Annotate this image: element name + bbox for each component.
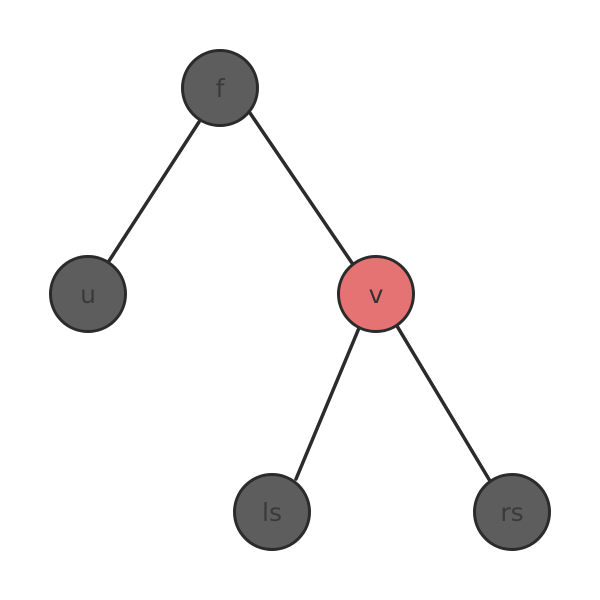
tree-node-rs: rs [473,473,551,551]
node-label-ls: ls [262,497,282,527]
node-label-v: v [368,279,384,309]
node-label-f: f [215,73,225,103]
tree-node-u: u [49,255,127,333]
edge-v-ls [294,326,361,481]
edge-f-v [248,111,354,265]
tree-node-f: f [181,49,259,127]
tree-node-ls: ls [233,473,311,551]
edge-v-rs [395,324,492,483]
node-label-rs: rs [500,497,524,527]
edge-f-u [107,120,201,263]
tree-node-v-highlighted: v [337,255,415,333]
node-label-u: u [80,279,96,309]
